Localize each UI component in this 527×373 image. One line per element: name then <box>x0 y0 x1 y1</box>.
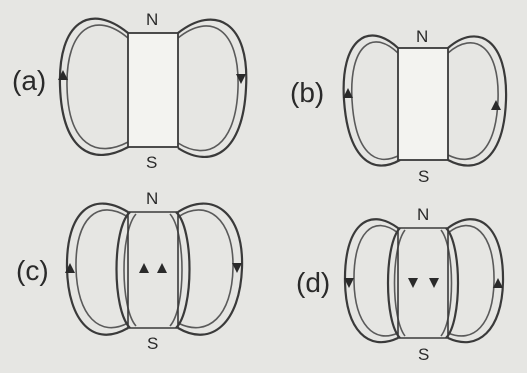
field-loop-outer-left <box>65 202 129 336</box>
field-loop-inner-right <box>169 211 191 329</box>
field-arrow <box>236 74 246 84</box>
bar-magnet <box>397 47 449 161</box>
south-pole-label: S <box>146 153 157 172</box>
field-arrow <box>58 70 68 80</box>
field-loop-left <box>58 17 131 157</box>
south-pole-label: S <box>147 334 158 353</box>
field-loop-left <box>342 34 401 167</box>
field-arrow <box>344 278 354 288</box>
north-pole-label: N <box>417 205 429 224</box>
panel-label: (c) <box>16 255 49 286</box>
field-arrow <box>408 278 418 288</box>
field-loop-right <box>177 18 248 159</box>
field-loop-inner-left <box>115 211 137 329</box>
panel-label: (b) <box>290 77 324 108</box>
field-loop-inner-left <box>386 227 406 339</box>
field-arrow <box>429 278 439 288</box>
field-arrow <box>491 100 501 110</box>
panel-a: N S (a) <box>12 10 248 172</box>
panel-b: N S (b) <box>290 27 508 186</box>
field-arrow <box>157 263 167 273</box>
panel-c: N S (c) <box>16 189 244 353</box>
south-pole-label: S <box>418 345 429 364</box>
field-arrow <box>493 278 503 288</box>
field-arrow <box>139 263 149 273</box>
field-arrow <box>65 263 75 273</box>
bar-magnet <box>127 32 179 148</box>
field-arrow <box>232 263 242 273</box>
field-loop-inner-right <box>440 227 460 339</box>
panel-d: N S (d) <box>296 205 505 364</box>
field-loop-outer-right <box>447 218 505 344</box>
field-loop-outer-left <box>343 218 399 344</box>
panel-label: (a) <box>12 65 46 96</box>
field-loop-right <box>447 35 508 167</box>
north-pole-label: N <box>146 10 158 29</box>
north-pole-label: N <box>146 189 158 208</box>
field-arrow <box>343 88 353 98</box>
north-pole-label: N <box>416 27 428 46</box>
panel-label: (d) <box>296 267 330 298</box>
field-loop-outer-right <box>177 202 244 336</box>
south-pole-label: S <box>418 167 429 186</box>
